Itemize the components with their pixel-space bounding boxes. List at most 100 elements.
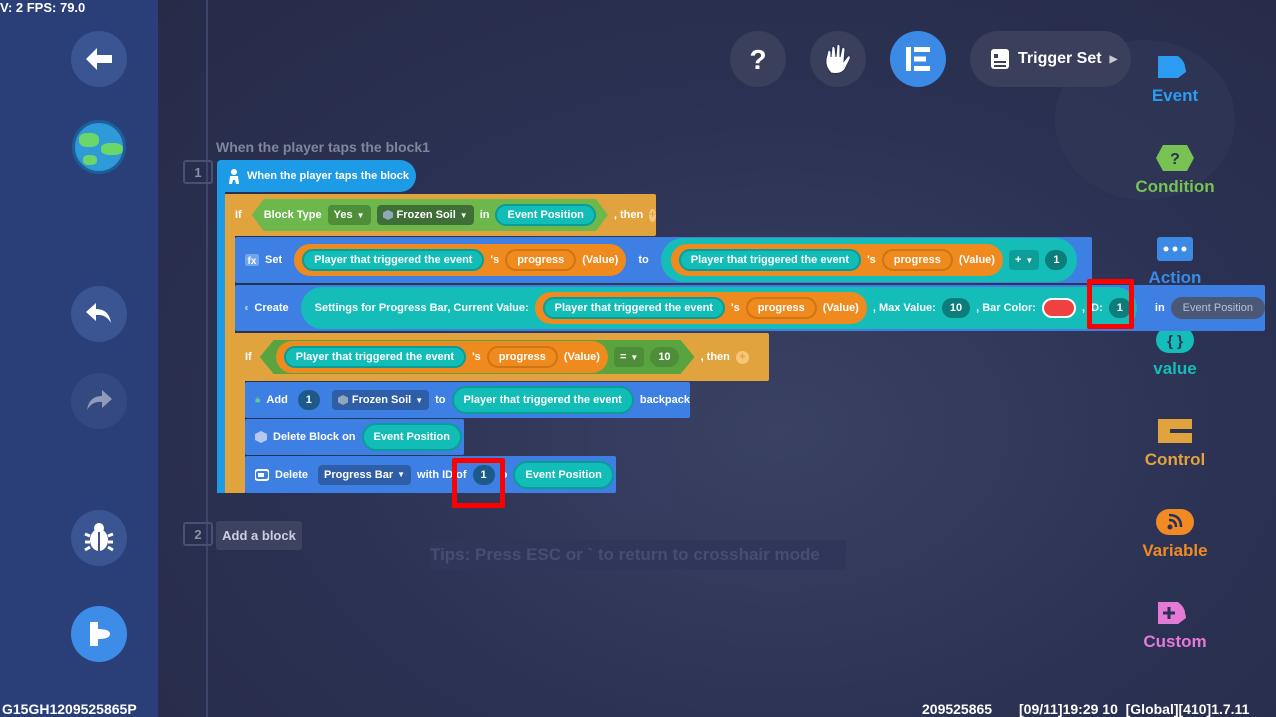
plus-icon[interactable]: + [649, 208, 656, 222]
category-variable[interactable]: Variable [1120, 507, 1230, 561]
player-value[interactable]: Player that triggered the event [302, 249, 485, 271]
delete-block-label: Delete Block on [273, 431, 356, 443]
operator-dropdown[interactable]: +▼ [1008, 250, 1040, 270]
block-type-condition[interactable]: Block Type Yes▼ Frozen Soil▼ in Event Po… [252, 199, 608, 231]
if-keyword: If [235, 209, 242, 221]
arithmetic-expression[interactable]: Player that triggered the event 's progr… [660, 238, 1078, 282]
progress-getter[interactable]: Player that triggered the event 's progr… [276, 341, 608, 373]
formula-icon: fx [245, 254, 259, 266]
line-number: 2 [183, 522, 213, 546]
event-block[interactable]: When the player taps the block [217, 160, 416, 192]
block-type-label: Block Type [263, 209, 322, 221]
progress-variable[interactable]: progress [881, 249, 953, 271]
progress-getter[interactable]: Player that triggered the event 's progr… [294, 244, 627, 276]
debug-button[interactable] [71, 510, 127, 566]
ui-type-dropdown[interactable]: Progress Bar▼ [318, 464, 412, 485]
comparison-dropdown[interactable]: =▼ [614, 347, 644, 367]
max-value[interactable]: 10 [941, 298, 971, 318]
globe-button[interactable] [72, 120, 126, 174]
chevron-down-icon: ▼ [630, 352, 639, 362]
category-custom[interactable]: Custom [1120, 598, 1230, 652]
event-frame [217, 186, 225, 493]
chevron-down-icon: ▼ [397, 470, 406, 479]
to-label: to [638, 254, 649, 266]
plus-icon[interactable]: + [735, 350, 749, 364]
operator-value: + [1014, 254, 1022, 266]
if-block[interactable]: If Block Type Yes▼ Frozen Soil▼ in Event… [225, 194, 656, 236]
bug-icon [84, 523, 114, 552]
player-value[interactable]: Player that triggered the event [542, 297, 725, 319]
backpack-label: backpack [639, 394, 690, 406]
category-label: Variable [1142, 541, 1208, 560]
color-swatch[interactable] [1041, 298, 1076, 318]
event-position-value[interactable]: Event Position [513, 460, 614, 489]
progress-variable[interactable]: progress [505, 249, 577, 271]
help-button[interactable]: ? [730, 31, 786, 87]
svg-text:fx: fx [248, 256, 257, 266]
cube-icon [255, 431, 267, 443]
possessive-label: 's [490, 254, 500, 266]
block-select-dropdown[interactable]: Frozen Soil▼ [377, 205, 474, 225]
arrow-left-icon [86, 48, 112, 70]
category-label: Control [1144, 450, 1206, 469]
comparison-condition[interactable]: Player that triggered the event 's progr… [260, 340, 695, 374]
action-icon [1155, 234, 1195, 264]
undo-button[interactable] [71, 286, 127, 342]
category-value[interactable]: { } value [1120, 325, 1230, 379]
progress-variable[interactable]: progress [745, 297, 817, 319]
delete-progress-bar-block[interactable]: Delete Progress Bar▼ with ID of 1 o Even… [245, 456, 616, 493]
operator-value: = [619, 351, 627, 363]
add-item-block[interactable]: Add 1 Frozen Soil▼ to Player that trigge… [245, 382, 690, 418]
progress-getter[interactable]: Player that triggered the event 's progr… [670, 244, 1003, 276]
category-action[interactable]: Action [1120, 234, 1230, 288]
value-label: (Value) [563, 351, 600, 363]
target-value[interactable]: 10 [650, 347, 678, 367]
add-block-button[interactable]: Add a block [216, 521, 302, 550]
player-value[interactable]: Player that triggered the event [678, 249, 862, 271]
id-value[interactable]: 1 [1108, 298, 1131, 318]
set-block[interactable]: fx Set Player that triggered the event '… [235, 237, 1092, 283]
amount-value[interactable]: 1 [1045, 250, 1068, 270]
progress-bar-settings[interactable]: Settings for Progress Bar, Current Value… [300, 287, 1137, 329]
build-info: [09/11]19:29 10 [Global][410]1.7.11 [1019, 701, 1250, 717]
chevron-down-icon: ▼ [459, 210, 468, 220]
item-dropdown[interactable]: Frozen Soil▼ [331, 390, 430, 410]
event-position-value[interactable]: Event Position [361, 423, 462, 451]
event-position-value[interactable]: Event Position [495, 204, 595, 226]
sidebar-divider [206, 0, 208, 717]
category-label: value [1153, 359, 1197, 378]
script-list-button[interactable] [890, 31, 946, 87]
braces-icon: { } [1155, 325, 1195, 355]
trigger-title: When the player taps the block1 [216, 139, 430, 155]
yes-dropdown[interactable]: Yes▼ [328, 205, 371, 225]
create-progress-bar-block[interactable]: Create Settings for Progress Bar, Curren… [235, 285, 1265, 331]
category-control[interactable]: Control [1120, 416, 1230, 470]
waving-hand-icon [825, 43, 851, 74]
category-event[interactable]: Event [1120, 52, 1230, 106]
back-button[interactable] [71, 31, 127, 87]
quantity-value[interactable]: 1 [297, 390, 320, 410]
delete-block-block[interactable]: Delete Block on Event Position [245, 419, 464, 455]
progress-bar-icon [245, 306, 249, 310]
progress-getter[interactable]: Player that triggered the event 's progr… [534, 292, 867, 324]
progress-variable[interactable]: progress [487, 346, 558, 368]
rss-icon [1155, 507, 1195, 537]
category-condition[interactable]: ? Condition [1120, 143, 1230, 197]
trigger-set-button[interactable]: Trigger Set ▶ [970, 31, 1131, 87]
player-value[interactable]: Player that triggered the event [451, 386, 634, 414]
player-tap-icon [229, 169, 239, 184]
run-button[interactable] [71, 606, 127, 662]
value-label: (Value) [582, 254, 619, 266]
hand-button[interactable] [810, 31, 866, 87]
if-block[interactable]: If Player that triggered the event 's pr… [235, 333, 769, 381]
possessive-label: 's [730, 302, 740, 314]
trigger-set-label: Trigger Set [1018, 50, 1102, 67]
yes-value: Yes [333, 209, 353, 221]
player-value[interactable]: Player that triggered the event [284, 346, 466, 368]
redo-button[interactable] [71, 373, 127, 429]
question-icon: ? [749, 45, 766, 73]
event-position-value[interactable]: Event Position [1170, 297, 1265, 319]
id-value[interactable]: 1 [472, 464, 495, 485]
category-label: Event [1151, 86, 1199, 105]
possessive-label: 's [867, 254, 876, 266]
